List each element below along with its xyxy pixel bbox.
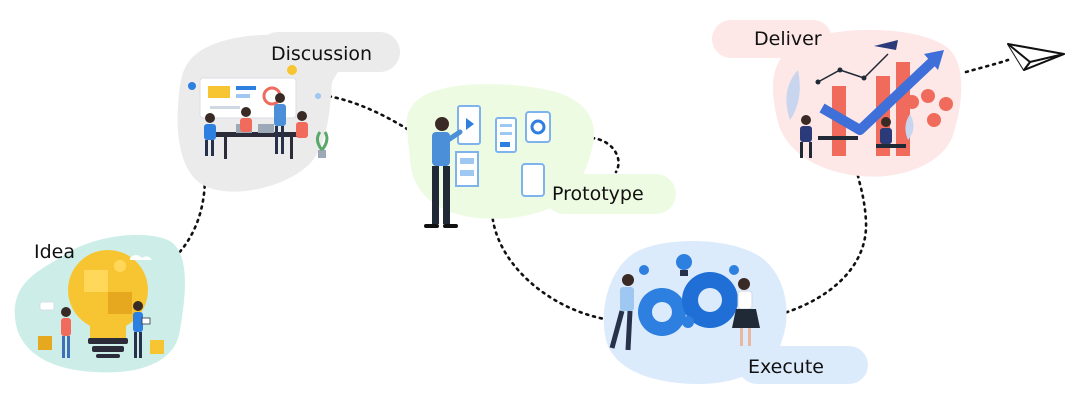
stage-discussion: Discussion (177, 32, 400, 192)
puzzle-lightbulb-icon (38, 250, 164, 358)
gears-teamwork-icon (609, 254, 760, 351)
stage-label-deliver: Deliver (754, 28, 822, 50)
growth-chart-rocket-icon (786, 40, 953, 158)
team-meeting-icon (188, 65, 329, 159)
connector-prototype-execute (490, 210, 612, 322)
wireframe-screens-icon (424, 105, 551, 228)
paper-plane-icon (1007, 43, 1065, 71)
stage-idea: Idea (14, 234, 185, 373)
stage-prototype: Prototype (406, 84, 676, 228)
stage-label-idea: Idea (34, 241, 75, 263)
connector-prototype-loop (590, 136, 620, 174)
discussion-label-pill (258, 32, 400, 72)
deliver-label-pill (712, 20, 832, 58)
prototype-label-pill (544, 174, 676, 214)
connector-execute-deliver (764, 174, 868, 320)
connector-deliver-plane (964, 58, 1010, 74)
stage-label-execute: Execute (748, 356, 824, 378)
stage-deliver: Deliver (712, 20, 962, 177)
connector-path (168, 58, 1010, 322)
stage-execute: Execute (603, 240, 868, 384)
stage-label-discussion: Discussion (271, 43, 372, 65)
connector-discussion-prototype (320, 93, 414, 134)
execute-label-pill (738, 346, 868, 384)
stage-label-prototype: Prototype (552, 183, 644, 205)
